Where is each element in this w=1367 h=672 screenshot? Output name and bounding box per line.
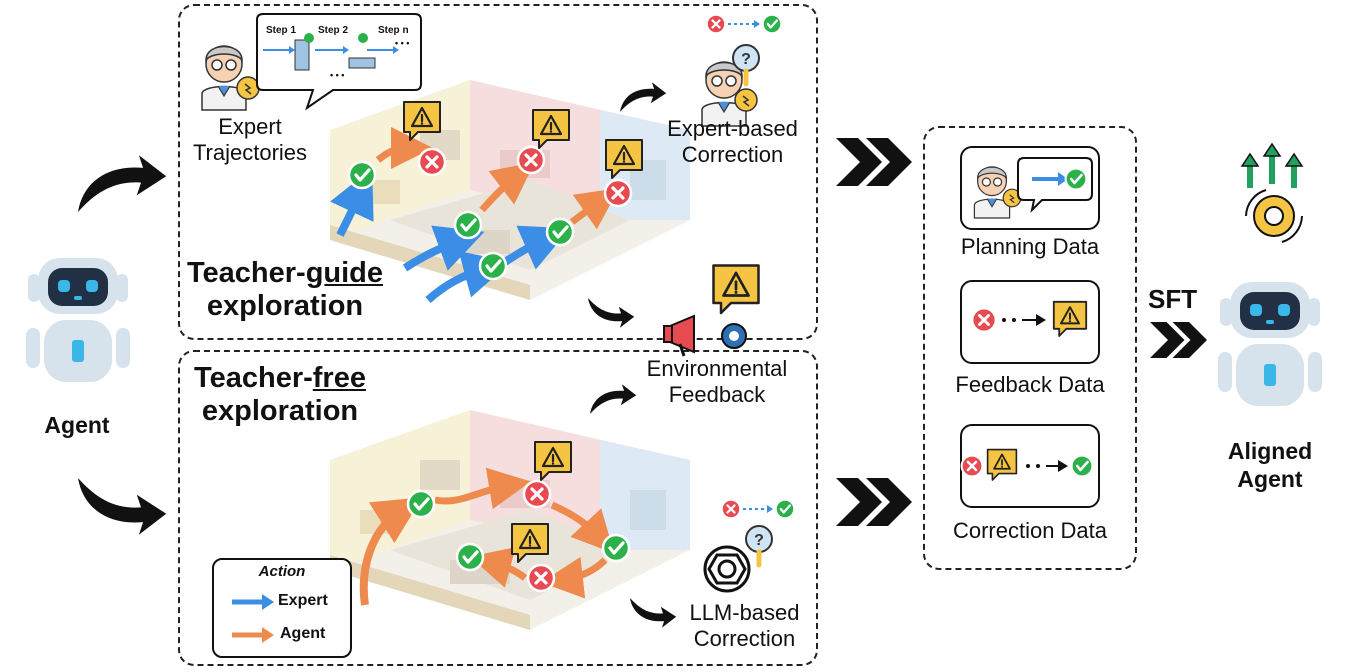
correction-data-label: Correction Data <box>952 518 1108 543</box>
stepn-label: Step n <box>378 25 409 36</box>
feedback-data-label: Feedback Data <box>955 372 1105 397</box>
legend-expert-arrow <box>232 594 274 610</box>
teacher-guide-prefix: Teacher- <box>186 257 306 289</box>
agent-robot-icon <box>26 258 130 382</box>
sft-label: SFT <box>1148 284 1198 314</box>
legend-agent-label: Agent <box>280 625 326 642</box>
step-dots: • • • <box>395 38 410 48</box>
environmental-feedback-label: Environmental Feedback <box>627 356 807 409</box>
improvement-gear-icon <box>1240 142 1304 243</box>
teacher-guide-line2: exploration <box>206 290 364 323</box>
teacher-free-title: Teacher-free exploration <box>180 362 380 429</box>
expert-correction-line2: Correction <box>681 142 784 168</box>
expert-trajectories-line1: Expert <box>218 114 282 139</box>
agent-label: Agent <box>44 412 110 438</box>
environmental-feedback-line1: Environmental <box>646 356 788 381</box>
legend-agent-arrow <box>232 627 274 643</box>
legend-title: Action <box>258 563 306 580</box>
aligned-agent-line1: Aligned <box>1227 438 1313 464</box>
teacher-guide-title: Teacher-guide exploration <box>180 257 390 324</box>
llm-correction-icon <box>703 498 796 593</box>
planning-data-icon <box>973 157 1093 219</box>
llm-correction-line1: LLM-based <box>689 600 800 625</box>
correction-data-icon <box>960 448 1094 481</box>
aligned-agent-robot-icon <box>1218 282 1322 406</box>
step-more-dots: • • • <box>330 70 345 80</box>
step2-label: Step 2 <box>318 25 349 36</box>
feedback-data-icon <box>970 300 1088 337</box>
teacher-free-prefix: Teacher- <box>194 362 313 394</box>
environmental-feedback-icon <box>663 264 760 357</box>
planning-data-label: Planning Data <box>960 234 1100 259</box>
expert-trajectories-line2: Trajectories <box>192 140 308 166</box>
action-legend <box>212 558 352 658</box>
expert-correction-line1: Expert-based <box>667 116 798 141</box>
environmental-feedback-line2: Feedback <box>668 382 766 408</box>
data-box <box>923 126 1137 570</box>
aligned-agent-label: Aligned Agent <box>1210 438 1330 493</box>
teacher-guide-underlined: guide <box>305 257 384 289</box>
expert-correction-label: Expert-based Correction <box>650 116 815 169</box>
teacher-guide-box <box>178 4 818 340</box>
teacher-free-box <box>178 350 818 666</box>
teacher-free-line2: exploration <box>201 395 359 428</box>
step1-label: Step 1 <box>266 25 297 36</box>
llm-correction-label: LLM-based Correction <box>672 600 817 653</box>
expert-trajectories-label: Expert Trajectories <box>180 114 320 167</box>
steps-speech-bubble <box>256 13 422 111</box>
llm-correction-line2: Correction <box>693 626 796 652</box>
teacher-free-underlined: free <box>312 362 366 394</box>
legend-expert-label: Expert <box>278 592 328 609</box>
expert-correction-icon <box>701 13 783 127</box>
aligned-agent-line2: Agent <box>1237 465 1303 492</box>
